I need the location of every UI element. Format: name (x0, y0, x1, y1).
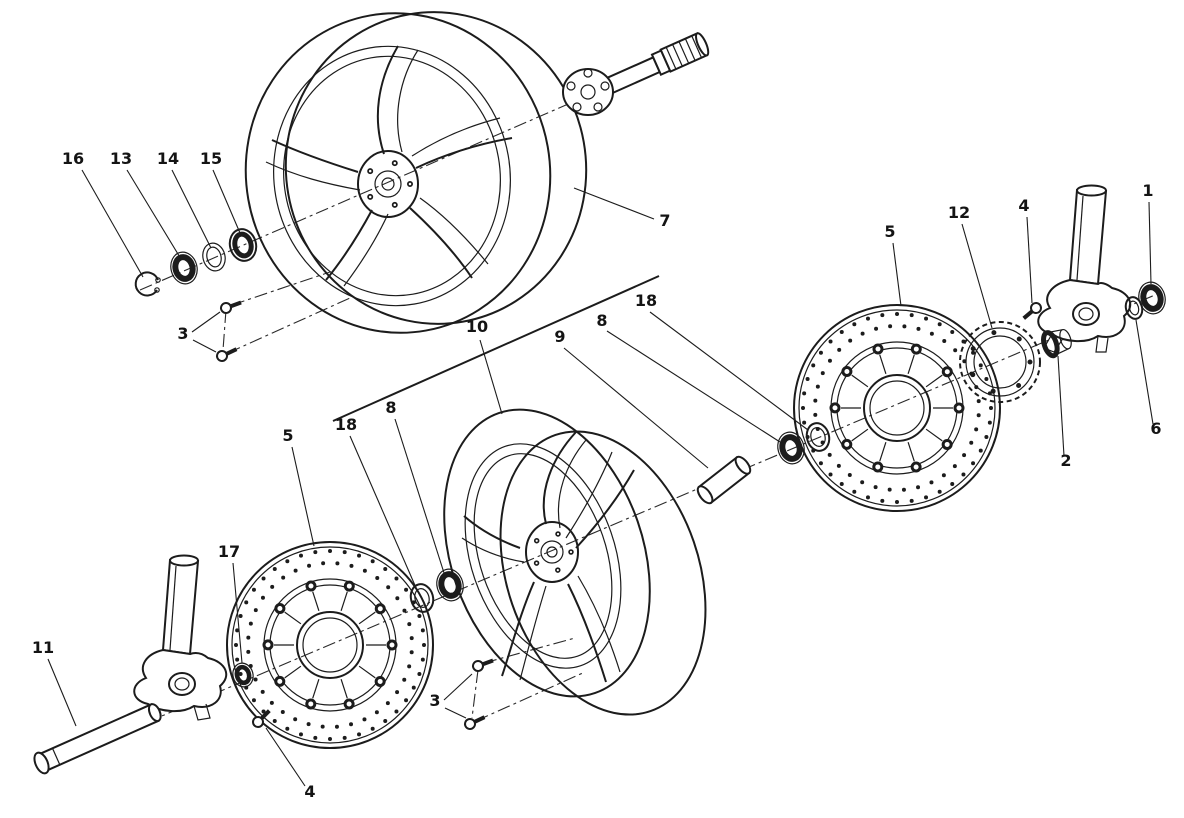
front-wheel-drawing (443, 408, 707, 716)
screw-part3-front-a (469, 653, 497, 675)
callout-10: 10 (466, 317, 503, 415)
callout-18-right: 18 (635, 291, 809, 431)
sensor-ring-part12 (959, 321, 1041, 403)
callout-9-label: 9 (554, 327, 565, 346)
callout-13-label: 13 (110, 149, 132, 168)
callout-5-left-label: 5 (282, 426, 293, 445)
callout-7-label: 7 (659, 211, 670, 230)
callout-4-bottom-label: 4 (304, 782, 315, 801)
seal-part18-left (409, 583, 435, 613)
callout-3-rear: 3 (177, 311, 221, 353)
bearing-part1 (1138, 281, 1166, 315)
callout-3-rear-label: 3 (177, 324, 188, 343)
callout-4-right: 4 (1018, 196, 1033, 304)
callout-4-right-label: 4 (1018, 196, 1029, 215)
screw-part3-rear-a (217, 295, 245, 317)
bearing-part8-right (777, 431, 805, 465)
callout-6-label: 6 (1150, 419, 1161, 438)
callout-2: 2 (1057, 355, 1072, 470)
fork-leg-right (1037, 184, 1132, 353)
callout-13: 13 (110, 149, 182, 260)
callout-18-left: 18 (335, 415, 418, 591)
callout-18-left-label: 18 (335, 415, 357, 434)
callout-8-left: 8 (385, 398, 446, 577)
callout-8-left-label: 8 (385, 398, 396, 417)
callouts: 16 13 14 15 3 7 10 9 (32, 149, 1162, 801)
callout-15-label: 15 (200, 149, 222, 168)
callout-8-right-label: 8 (596, 311, 607, 330)
callout-2-label: 2 (1060, 451, 1071, 470)
callout-12: 12 (948, 203, 993, 329)
washer-part14 (202, 242, 226, 272)
callout-7: 7 (573, 187, 671, 230)
callout-17: 17 (218, 542, 243, 664)
callout-11: 11 (32, 638, 77, 727)
rear-axle-drawing (562, 32, 710, 116)
callout-1: 1 (1142, 181, 1154, 285)
callout-8-right: 8 (596, 311, 781, 443)
callout-10-label: 10 (466, 317, 488, 336)
screw-part3-rear-b (213, 342, 241, 365)
callout-3-front: 3 (429, 673, 473, 719)
callout-5-right: 5 (884, 222, 902, 307)
callout-3-front-label: 3 (429, 691, 440, 710)
spacer-part2 (1041, 328, 1072, 359)
callout-16: 16 (62, 149, 144, 278)
callout-6: 6 (1135, 319, 1162, 438)
callout-5-left: 5 (282, 426, 315, 547)
callout-12-label: 12 (948, 203, 970, 222)
rear-wheel-drawing (244, 11, 588, 334)
circlip-part16 (134, 271, 161, 297)
seal-part18-right (805, 422, 831, 452)
callout-14-label: 14 (157, 149, 179, 168)
bearing-part8-left (436, 568, 464, 602)
reference-line (332, 275, 660, 422)
callout-11-label: 11 (32, 638, 54, 657)
callout-9: 9 (554, 327, 709, 469)
screw-part3-front-b (461, 710, 489, 733)
callout-5-right-label: 5 (884, 222, 895, 241)
spacer-part9 (696, 455, 752, 505)
bearing-part15 (228, 228, 258, 262)
callout-15: 15 (200, 149, 241, 234)
callout-18-right-label: 18 (635, 291, 657, 310)
front-axle-part11 (33, 703, 162, 775)
callout-1-label: 1 (1142, 181, 1153, 200)
callout-4-bottom: 4 (265, 727, 316, 801)
callout-17-label: 17 (218, 542, 240, 561)
center-axes (57, 51, 1163, 761)
bearing-part13 (170, 251, 198, 285)
callout-14: 14 (157, 149, 212, 249)
fork-leg-left (133, 554, 228, 721)
callout-16-label: 16 (62, 149, 84, 168)
